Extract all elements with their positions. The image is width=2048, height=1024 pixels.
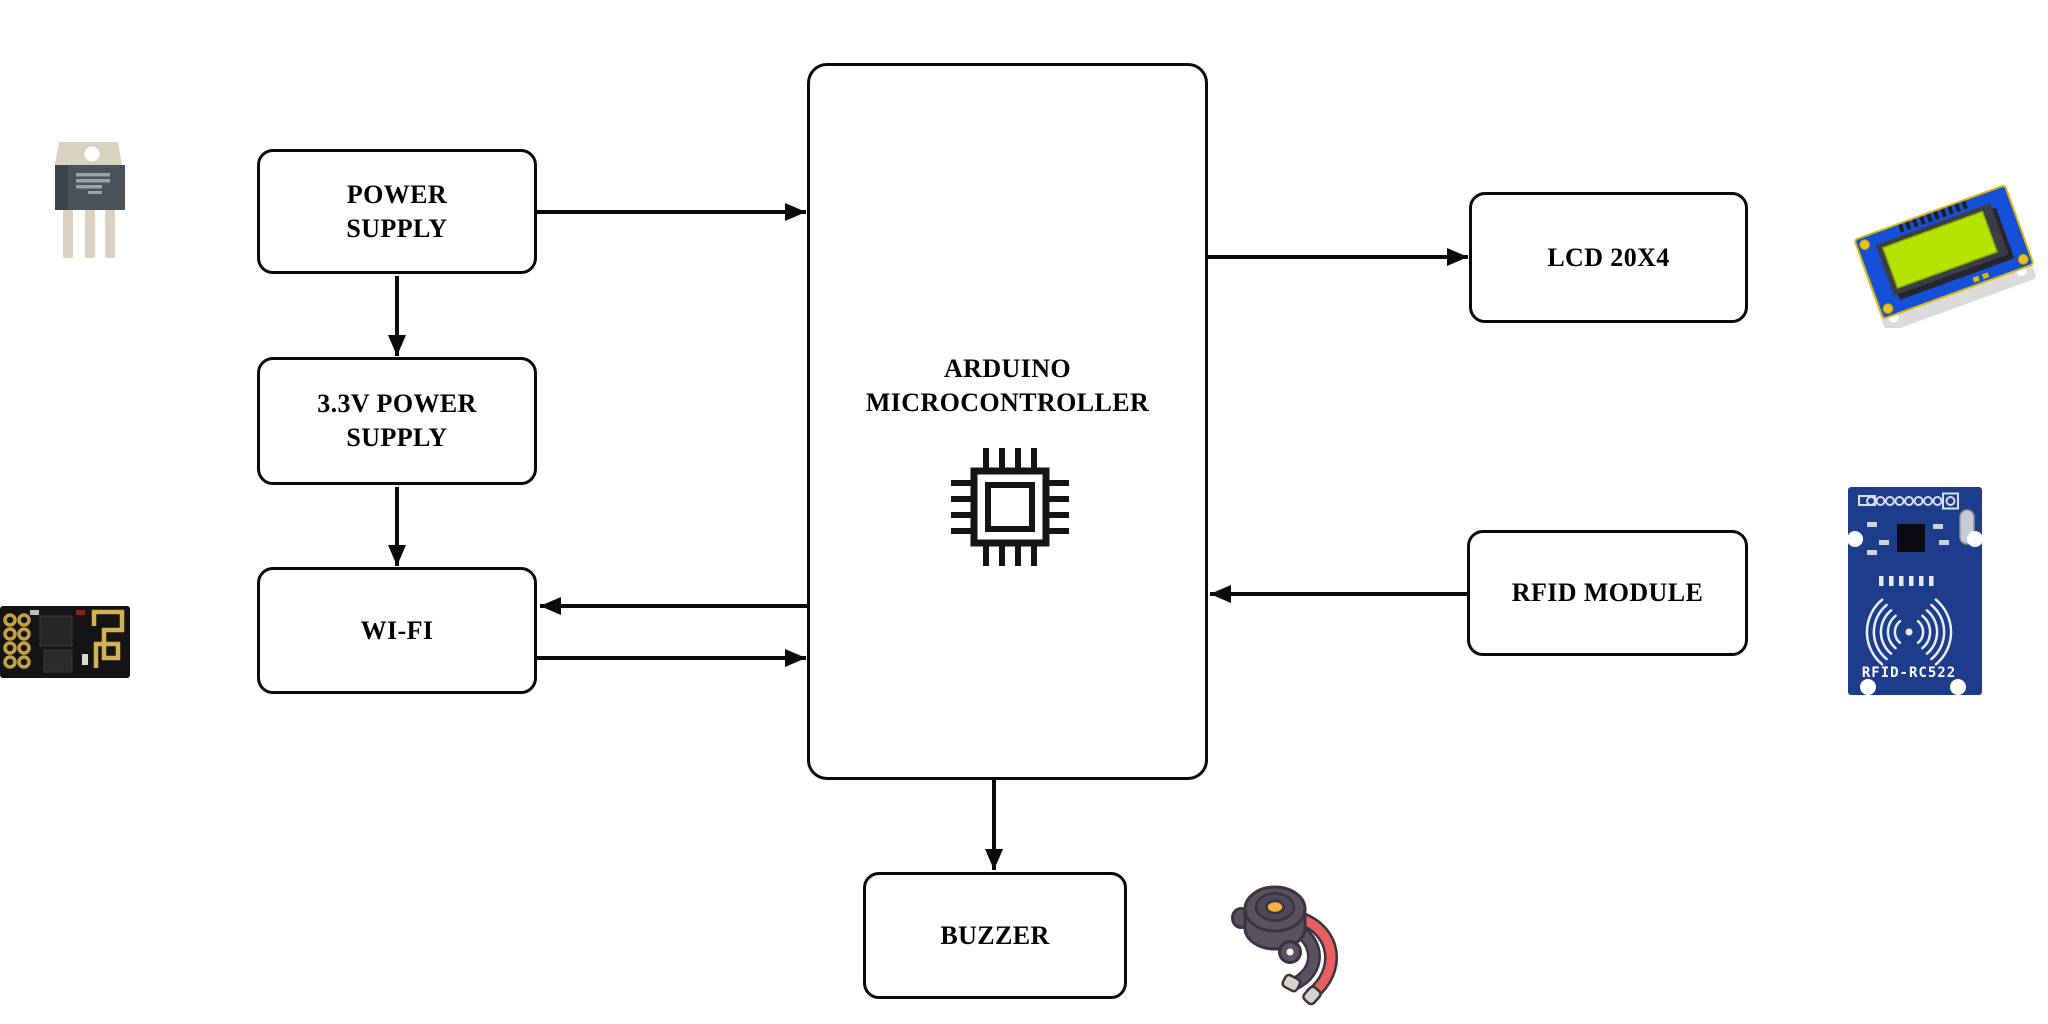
node-rfid-module: RFID MODULE xyxy=(1467,530,1748,656)
node-buzzer: BUZZER xyxy=(863,872,1127,999)
esp8266-wifi-module-photo xyxy=(0,606,130,678)
rfid-antenna-arcs xyxy=(1865,598,1953,666)
arduino-label: ARDUINO MICROCONTROLLER xyxy=(865,354,1150,417)
node-3v3-power-supply: 3.3V POWER SUPPLY xyxy=(257,357,537,485)
node-lcd-20x4: LCD 20X4 xyxy=(1469,192,1748,323)
voltage-regulator-photo xyxy=(55,142,125,258)
rfid-board-label: RFID-RC522 xyxy=(1862,665,1956,681)
node-power-supply: POWER SUPPLY xyxy=(257,149,537,274)
rfid-chip xyxy=(1897,524,1925,552)
3v3-power-supply-label: 3.3V POWER SUPPLY xyxy=(317,389,477,452)
esp-antenna-trace xyxy=(91,609,125,668)
rfid-label: RFID MODULE xyxy=(1511,578,1704,607)
power-supply-label: POWER SUPPLY xyxy=(346,179,448,243)
buzzer-label: BUZZER xyxy=(940,920,1050,950)
microcontroller-chip-icon xyxy=(951,448,1069,566)
lcd-label: LCD 20X4 xyxy=(1547,242,1670,272)
buzzer-sound-hole xyxy=(1265,899,1285,915)
piezo-buzzer-photo xyxy=(1231,885,1338,1006)
wifi-label: WI-FI xyxy=(360,615,434,645)
lcd-screen xyxy=(1881,210,1999,290)
rfid-rc522-photo: RFID-RC522 xyxy=(1847,487,1983,695)
esp-chip xyxy=(39,615,73,647)
lcd-display-photo xyxy=(1854,185,2036,328)
node-arduino-microcontroller: ARDUINO MICROCONTROLLER xyxy=(807,63,1208,780)
node-wifi: WI-FI xyxy=(257,567,537,694)
lcd-board xyxy=(1854,185,2034,319)
